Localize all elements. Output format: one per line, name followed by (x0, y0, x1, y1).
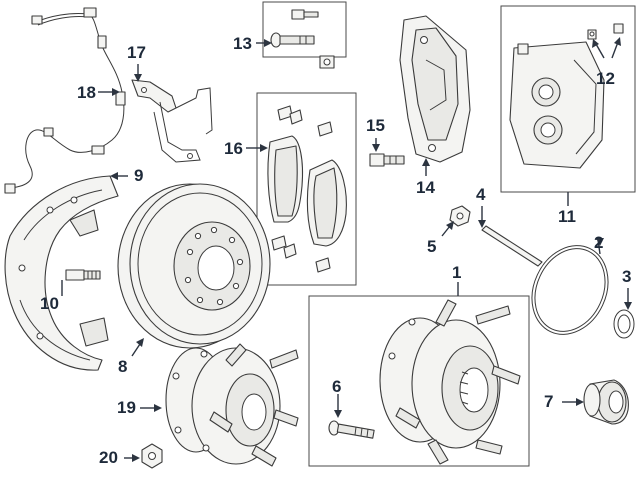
wheel-hub (165, 343, 299, 467)
callout-17: 17 (127, 43, 146, 62)
guide-pin (481, 225, 543, 267)
box-pads-16 (256, 92, 357, 286)
caliper-bracket (399, 15, 471, 163)
callout-14: 14 (416, 178, 435, 197)
box-hub-1 (308, 295, 530, 467)
hub-cap (583, 379, 629, 425)
snap-ring (613, 309, 635, 339)
o-ring (531, 245, 609, 335)
callout-2: 2 (594, 233, 604, 252)
splash-shield (4, 175, 119, 371)
callout-7: 7 (544, 392, 554, 411)
bracket-bolt (369, 153, 405, 167)
callout-15: 15 (366, 116, 385, 135)
callout-4: 4 (476, 185, 486, 204)
callout-1: 1 (452, 263, 462, 282)
callout-12: 12 (596, 69, 615, 88)
callout-10: 10 (40, 294, 59, 313)
callout-13: 13 (233, 34, 252, 53)
brake-caliper (509, 23, 624, 169)
box-bolts-13 (262, 1, 347, 58)
leader-lines (61, 37, 632, 462)
sensor-bracket (131, 79, 213, 163)
callout-9: 9 (134, 166, 144, 185)
callout-8: 8 (118, 357, 128, 376)
callout-5: 5 (427, 237, 437, 256)
shield-bolt (65, 269, 101, 281)
callout-6: 6 (332, 377, 342, 396)
brake-pads (267, 105, 347, 273)
hub-bearing-assembly (379, 299, 521, 465)
callout-3: 3 (622, 267, 632, 286)
caliper-bolts (270, 9, 335, 69)
callout-20: 20 (99, 448, 118, 467)
callout-18: 18 (77, 83, 96, 102)
callout-16: 16 (224, 139, 243, 158)
abs-sensor-wire (4, 7, 126, 194)
brake-rotor (117, 183, 271, 349)
callout-19: 19 (117, 398, 136, 417)
callout-11: 11 (558, 207, 576, 226)
wheel-stud (328, 420, 375, 439)
